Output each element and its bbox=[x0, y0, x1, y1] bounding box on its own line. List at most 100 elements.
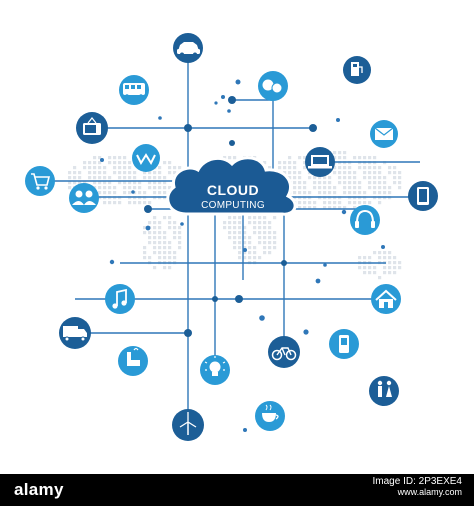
map-dot bbox=[163, 236, 167, 240]
map-dot bbox=[343, 176, 347, 180]
map-dot bbox=[123, 171, 127, 175]
map-dot bbox=[368, 266, 372, 270]
bicycle-icon bbox=[268, 336, 300, 368]
map-dot bbox=[238, 216, 242, 220]
map-dot bbox=[158, 171, 162, 175]
map-dot bbox=[163, 231, 167, 235]
map-dot bbox=[393, 271, 397, 275]
map-dot bbox=[303, 206, 307, 210]
map-dot bbox=[148, 241, 152, 245]
map-dot bbox=[273, 231, 277, 235]
map-dot bbox=[158, 221, 162, 225]
map-dot bbox=[248, 256, 252, 260]
map-dot bbox=[243, 256, 247, 260]
map-dot bbox=[373, 271, 377, 275]
light-bulb-icon bbox=[200, 355, 230, 385]
map-dot bbox=[148, 231, 152, 235]
map-dot bbox=[348, 191, 352, 195]
map-dot bbox=[373, 191, 377, 195]
map-dot bbox=[393, 166, 397, 170]
map-dot bbox=[323, 201, 327, 205]
map-dot bbox=[248, 216, 252, 220]
map-dot bbox=[343, 156, 347, 160]
map-dot bbox=[323, 176, 327, 180]
map-dot bbox=[328, 201, 332, 205]
map-dot bbox=[303, 166, 307, 170]
map-dot bbox=[363, 271, 367, 275]
map-dot bbox=[268, 246, 272, 250]
map-dot bbox=[78, 181, 82, 185]
map-dot bbox=[268, 226, 272, 230]
map-dot bbox=[288, 161, 292, 165]
map-dot bbox=[233, 216, 237, 220]
map-dot bbox=[143, 191, 147, 195]
map-dot bbox=[323, 186, 327, 190]
map-dot bbox=[178, 226, 182, 230]
map-dot bbox=[133, 171, 137, 175]
map-dot bbox=[343, 171, 347, 175]
map-dot bbox=[293, 166, 297, 170]
map-dot bbox=[128, 161, 132, 165]
map-dot bbox=[158, 251, 162, 255]
map-dot bbox=[338, 156, 342, 160]
map-dot bbox=[88, 161, 92, 165]
image-id-block: Image ID: 2P3EXE4 www.alamy.com bbox=[373, 476, 463, 498]
map-dot bbox=[143, 246, 147, 250]
map-dot bbox=[333, 156, 337, 160]
people-icon bbox=[369, 376, 399, 406]
map-dot bbox=[238, 246, 242, 250]
map-dot bbox=[318, 191, 322, 195]
map-dot bbox=[148, 186, 152, 190]
map-dot bbox=[233, 221, 237, 225]
map-dot bbox=[98, 171, 102, 175]
map-dot bbox=[243, 231, 247, 235]
map-dot bbox=[223, 226, 227, 230]
map-dot bbox=[393, 171, 397, 175]
map-dot bbox=[118, 161, 122, 165]
map-dot bbox=[163, 266, 167, 270]
map-dot bbox=[178, 166, 182, 170]
tablet-icon bbox=[408, 181, 438, 211]
map-dot bbox=[153, 246, 157, 250]
map-dot bbox=[163, 241, 167, 245]
map-dot bbox=[358, 201, 362, 205]
factory-icon bbox=[118, 346, 148, 376]
map-dot bbox=[118, 176, 122, 180]
map-dot bbox=[248, 251, 252, 255]
map-dot bbox=[333, 171, 337, 175]
map-dot bbox=[353, 176, 357, 180]
map-dot bbox=[368, 271, 372, 275]
map-dot bbox=[233, 241, 237, 245]
map-dot bbox=[103, 191, 107, 195]
map-dot bbox=[178, 236, 182, 240]
map-dot bbox=[393, 266, 397, 270]
map-dot bbox=[108, 201, 112, 205]
map-dot bbox=[163, 256, 167, 260]
map-dot bbox=[143, 171, 147, 175]
map-dot bbox=[233, 246, 237, 250]
network-diagram: CLOUD COMPUTING bbox=[25, 33, 438, 441]
map-dot bbox=[138, 186, 142, 190]
map-dot bbox=[353, 186, 357, 190]
map-dot bbox=[293, 181, 297, 185]
map-dot bbox=[278, 166, 282, 170]
map-dot bbox=[393, 261, 397, 265]
map-dot bbox=[338, 181, 342, 185]
map-dot bbox=[303, 181, 307, 185]
map-dot bbox=[373, 181, 377, 185]
map-dot bbox=[353, 156, 357, 160]
map-dot bbox=[348, 171, 352, 175]
junction-dot bbox=[309, 124, 317, 132]
map-dot bbox=[163, 191, 167, 195]
map-dot bbox=[288, 156, 292, 160]
map-dot bbox=[118, 171, 122, 175]
map-dot bbox=[323, 206, 327, 210]
map-dot bbox=[243, 236, 247, 240]
map-dot bbox=[163, 161, 167, 165]
map-dot bbox=[173, 226, 177, 230]
map-dot bbox=[378, 276, 382, 280]
map-dot bbox=[293, 191, 297, 195]
map-dot bbox=[268, 221, 272, 225]
map-dot bbox=[258, 236, 262, 240]
